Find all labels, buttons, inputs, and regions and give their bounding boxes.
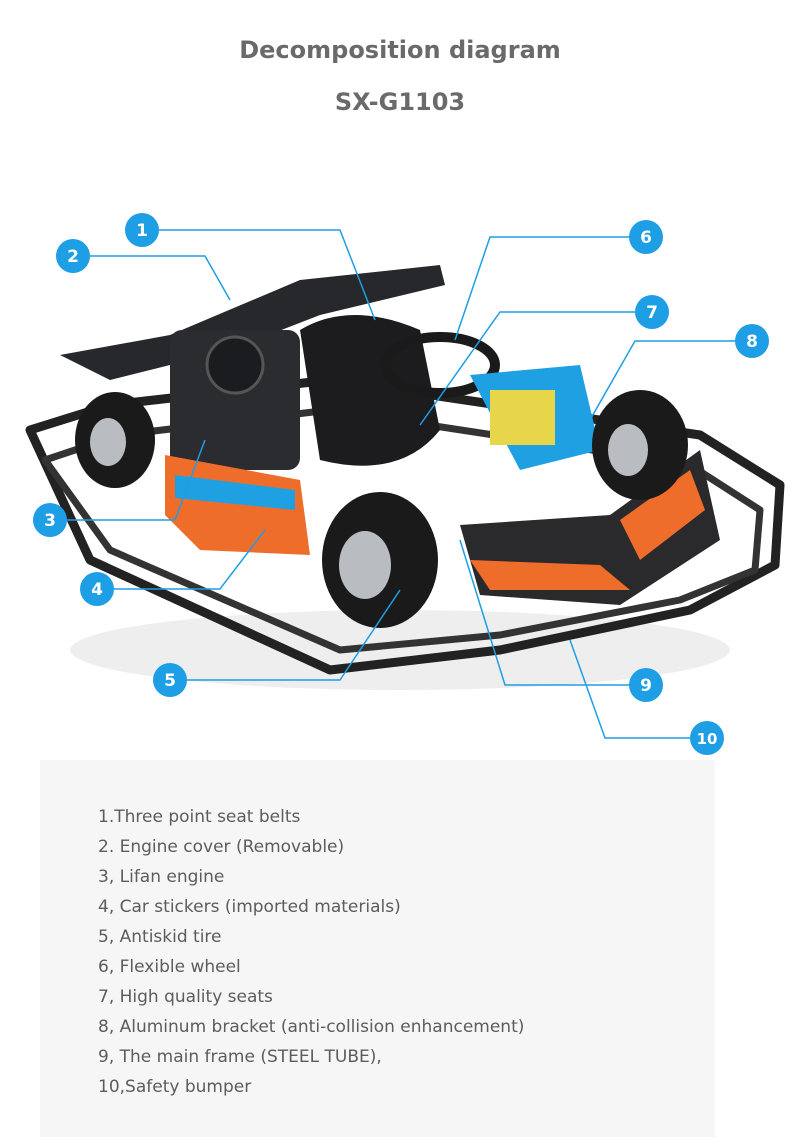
- leader-lines: [50, 229, 752, 739]
- callout-7: 7: [635, 295, 669, 329]
- callout-4: 4: [80, 572, 114, 606]
- front-right-wheel: [592, 390, 688, 500]
- callout-label: 8: [746, 332, 758, 352]
- list-item: 9, The main frame (STEEL TUBE),: [98, 1047, 382, 1067]
- callout-10: 10: [690, 721, 724, 755]
- callout-label: 1: [136, 221, 148, 241]
- go-kart-diagram: 1 2 3 4 5 6 7 8 9 10: [25, 213, 785, 755]
- rear-left-wheel: [75, 392, 155, 488]
- leader-line-5: [170, 589, 401, 681]
- list-item: 2. Engine cover (Removable): [98, 837, 345, 857]
- model-number: SX-G1103: [334, 88, 466, 116]
- list-item: 5, Antiskid tire: [98, 927, 222, 947]
- callout-label: 3: [44, 511, 56, 531]
- leader-line-6: [454, 236, 646, 341]
- callout-label: 4: [91, 580, 103, 600]
- callout-label: 6: [640, 228, 652, 248]
- callout-label: 7: [646, 303, 658, 323]
- list-item: 4, Car stickers (imported materials): [98, 897, 401, 917]
- callout-1: 1: [125, 213, 159, 247]
- callout-label: 9: [640, 676, 652, 696]
- list-item: 10,Safety bumper: [98, 1077, 252, 1097]
- leader-line-7: [419, 311, 652, 426]
- parts-list-panel: 1.Three point seat belts 2. Engine cover…: [40, 760, 715, 1137]
- seat: [300, 315, 440, 466]
- leader-line-10: [569, 639, 707, 739]
- side-pod-stripe: [175, 475, 295, 510]
- steering-wheel: [380, 332, 500, 398]
- number-plate: [490, 390, 555, 445]
- engine: [170, 330, 300, 470]
- callout-2: 2: [56, 239, 90, 273]
- list-item: 3, Lifan engine: [98, 867, 225, 887]
- front-left-wheel: [322, 492, 438, 628]
- leader-line-4: [97, 529, 266, 590]
- parts-list: 1.Three point seat belts 2. Engine cover…: [98, 802, 524, 1102]
- nose-sticker: [470, 560, 630, 590]
- nose-stripe: [620, 470, 705, 560]
- callout-label: 2: [67, 247, 79, 267]
- leader-line-9: [459, 539, 646, 686]
- list-item: 7, High quality seats: [98, 987, 273, 1007]
- list-item: 8, Aluminum bracket (anti-collision enha…: [98, 1017, 525, 1037]
- engine-flywheel: [205, 335, 265, 395]
- callout-8: 8: [735, 324, 769, 358]
- engine-cover: [60, 265, 445, 380]
- callout-label: 10: [697, 730, 718, 748]
- callout-5: 5: [153, 663, 187, 697]
- leader-line-1: [142, 229, 376, 321]
- page-title: Decomposition diagram: [239, 36, 561, 64]
- leader-line-3: [50, 439, 206, 521]
- callout-3: 3: [33, 503, 67, 537]
- leader-line-8: [569, 340, 752, 456]
- leader-line-2: [73, 255, 231, 301]
- list-item: 1.Three point seat belts: [98, 807, 301, 827]
- callout-6: 6: [629, 220, 663, 254]
- list-item: 6, Flexible wheel: [98, 957, 241, 977]
- callout-9: 9: [629, 668, 663, 702]
- callout-label: 5: [164, 671, 176, 691]
